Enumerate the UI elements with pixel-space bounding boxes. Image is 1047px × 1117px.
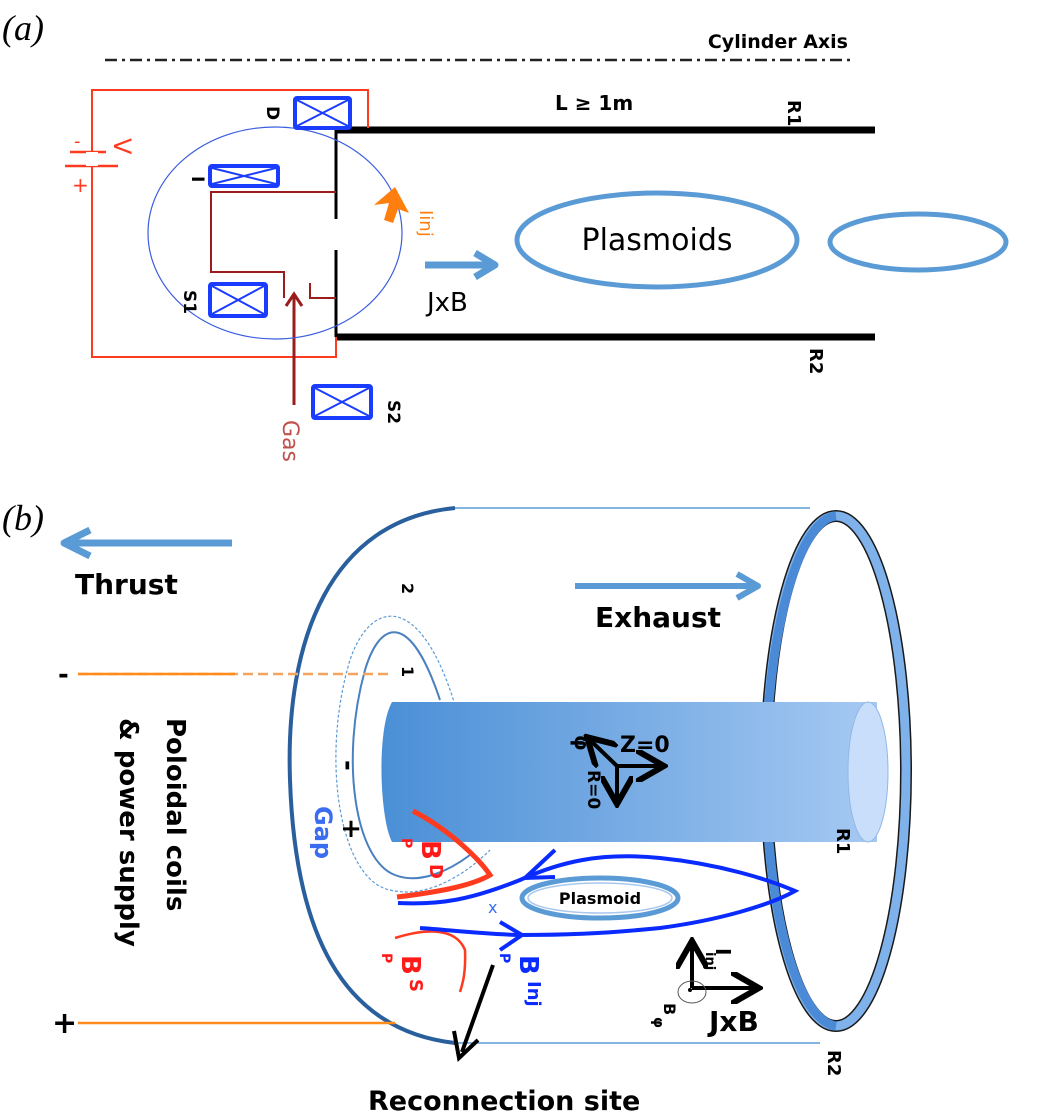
iinj-vector-main: I	[711, 948, 735, 955]
z-axis-label: Z=0	[620, 733, 670, 758]
bp-inj-arrow-bottom	[498, 920, 526, 952]
injector-region-ellipse	[147, 126, 403, 340]
coil-s2	[311, 384, 373, 420]
bp-d-label: B P D	[398, 838, 446, 879]
bp-inj-label: B P Inj	[496, 953, 544, 1007]
b-phi-dot	[688, 988, 692, 992]
ring-2-label: 2	[398, 583, 417, 594]
panel-b-label: (b)	[2, 498, 44, 538]
cylinder-axis-label: Cylinder Axis	[708, 31, 848, 53]
b-phi-label: B φ	[650, 1003, 679, 1028]
reconnection-label: Reconnection site	[368, 1086, 640, 1117]
cylinder-back-rim	[287, 506, 456, 1045]
injection-current-arrow	[374, 187, 409, 223]
poloidal-label-line2: & power supply	[113, 718, 143, 947]
reconnection-arrow-head	[452, 1030, 480, 1062]
bp-inj-sub: P	[496, 953, 512, 963]
jxb-label-b: JxB	[707, 1005, 759, 1038]
ring-2	[335, 615, 491, 893]
iinj-vector-label: I inj	[702, 948, 735, 970]
bp-d-sup: D	[425, 864, 446, 879]
bp-d-field-line	[396, 808, 494, 900]
battery-plus: +	[72, 173, 89, 197]
b-phi-main: B	[660, 1003, 679, 1015]
gap-label: Gap	[309, 806, 337, 859]
coil-s2-label: S2	[383, 400, 403, 424]
battery-minus: -	[74, 131, 81, 152]
coil-s1	[208, 282, 268, 318]
power-circuit	[91, 89, 369, 358]
r1-label: R1	[783, 100, 804, 126]
voltage-label: V	[108, 138, 136, 155]
b-phi-out-of-page-icon	[677, 980, 707, 1004]
ring-1	[351, 631, 471, 880]
b-phi-sub: φ	[650, 1017, 666, 1028]
bp-s-sup: S	[405, 979, 426, 992]
gap-plus: +	[336, 818, 366, 840]
iinj-vector-sub: inj	[702, 952, 717, 970]
coil-d	[293, 96, 352, 130]
r2-label: R2	[805, 348, 826, 374]
gas-arrow-head	[284, 291, 304, 307]
thrust-arrow-head	[60, 526, 92, 560]
gap-minus: -	[333, 760, 363, 771]
bp-s-field-line	[394, 930, 467, 993]
x-point-label: x	[488, 898, 497, 917]
length-label: L ≥ 1m	[555, 91, 633, 115]
coil-d-label: D	[262, 106, 282, 120]
iinj-label: Iinj	[415, 210, 436, 237]
jxb-label: JxB	[425, 288, 468, 318]
phi-axis-label: φ	[570, 735, 594, 751]
jxb-arrow-head	[473, 249, 499, 281]
bp-s-label: B P S	[378, 953, 426, 992]
plasmoid-inner	[527, 882, 673, 914]
inner-rod	[381, 702, 877, 842]
ring-1-label: 1	[398, 666, 417, 677]
reconnection-arrow	[460, 964, 495, 1053]
plasmoid-1	[514, 190, 800, 290]
r-axis-label: R=0	[583, 770, 603, 809]
exhaust-arrow-head	[735, 571, 761, 601]
poloidal-minus: -	[58, 660, 69, 690]
plasmoid-2	[827, 211, 1009, 273]
bp-d-main: B	[415, 840, 445, 860]
bp-s-main: B	[395, 955, 425, 975]
thrust-label: Thrust	[75, 568, 178, 601]
panel-a: (a) Cylinder Axis L ≥ 1m R1 R2 - + V Gas	[2, 8, 1009, 462]
exhaust-label: Exhaust	[595, 601, 721, 634]
r2-label-b: R2	[823, 1050, 844, 1076]
plasmoid	[519, 875, 681, 921]
panel-a-label: (a)	[2, 8, 44, 48]
injector-wire	[210, 191, 336, 298]
gas-valve-wire	[309, 283, 336, 299]
coil-s1-label: S1	[179, 290, 199, 314]
bp-d-sub: P	[398, 838, 414, 848]
bp-s-sub: P	[378, 953, 394, 963]
inner-rod-end	[847, 701, 889, 843]
gas-label: Gas	[277, 420, 302, 462]
bp-inj-arrow-top	[519, 848, 557, 881]
r1-label-b: R1	[832, 828, 853, 854]
poloidal-label-line1: Poloidal coils	[160, 718, 190, 911]
battery-gap	[86, 152, 98, 166]
bp-inj-main: B	[513, 955, 543, 975]
bp-inj-sup: Inj	[523, 981, 544, 1007]
coordinate-triad	[590, 740, 660, 800]
coil-i-label: I	[187, 176, 207, 182]
poloidal-plus: +	[52, 1006, 77, 1041]
panel-b: (b) Thrust Exhaust 2 1 - + Poloidal coil…	[2, 498, 912, 1117]
plasmoid-label: Plasmoid	[559, 889, 641, 908]
plasmoids-label: Plasmoids	[581, 223, 732, 258]
coil-i	[208, 164, 280, 188]
